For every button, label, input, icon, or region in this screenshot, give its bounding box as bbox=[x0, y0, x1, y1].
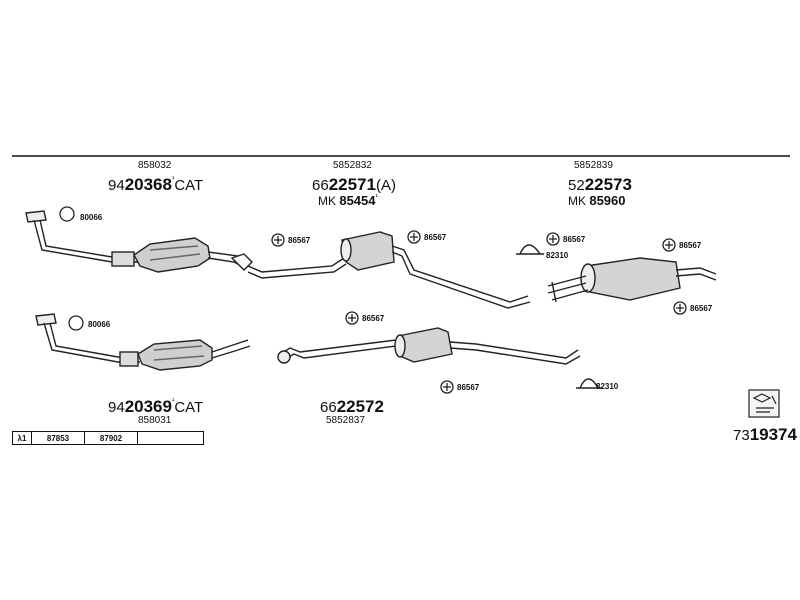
part-number-top-mid: 6622571(A) bbox=[312, 175, 396, 194]
part-number-top-left: 9420368¹CAT bbox=[108, 175, 204, 194]
gasket-top-icon bbox=[59, 206, 75, 222]
callout-clamp-bottom: 82310 bbox=[596, 382, 619, 391]
callout-mount-g: 86567 bbox=[457, 383, 480, 392]
callout-mount-c: 86567 bbox=[563, 235, 586, 244]
ref-5852837: 5852837 bbox=[326, 415, 365, 426]
callout-mount-a: 86567 bbox=[288, 236, 311, 245]
ref-858032: 858032 bbox=[138, 160, 172, 171]
callout-mount-f: 86567 bbox=[362, 314, 385, 323]
muffler-assembly-bottom bbox=[277, 327, 581, 365]
ref-5852832: 5852832 bbox=[333, 160, 372, 171]
part-number-bottom-left: 9420369¹CAT bbox=[108, 397, 204, 416]
lambda-cell-3 bbox=[138, 432, 203, 444]
callout-gasket-bottom: 80066 bbox=[88, 320, 111, 329]
callout-mount-d: 86567 bbox=[679, 241, 702, 250]
rear-muffler-top bbox=[547, 257, 717, 303]
rubber-mount-icon-g bbox=[440, 380, 454, 394]
rubber-mount-icon-e bbox=[673, 301, 687, 315]
rubber-mount-icon-d bbox=[662, 238, 676, 252]
clamp-bottom-icon bbox=[576, 378, 602, 389]
part-number-bottom-mid: 6622572 bbox=[320, 397, 384, 416]
callout-mount-b: 86567 bbox=[424, 233, 447, 242]
rubber-mount-icon-a bbox=[271, 233, 285, 247]
ref-5852839: 5852839 bbox=[574, 160, 613, 171]
lambda-cell-1: 87853 bbox=[32, 432, 85, 444]
mounting-kit-top-right: MK 85960 bbox=[568, 193, 626, 208]
intermediate-muffler-top bbox=[247, 231, 531, 309]
lambda-sensor-table: λ1 87853 87902 bbox=[12, 431, 204, 445]
front-pipe-catalyst-top bbox=[25, 210, 253, 273]
callout-gasket-top: 80066 bbox=[80, 213, 103, 222]
ref-858031: 858031 bbox=[138, 415, 172, 426]
set-symbol-icon bbox=[748, 389, 780, 418]
rubber-mount-icon-f bbox=[345, 311, 359, 325]
lambda-cell-2: 87902 bbox=[85, 432, 138, 444]
part-number-top-right: 5222573 bbox=[568, 175, 632, 194]
set-number: 7319374 bbox=[733, 425, 797, 444]
lambda-symbol: λ1 bbox=[13, 432, 32, 444]
mounting-kit-top-mid: MK 85454¹ bbox=[318, 193, 378, 208]
rubber-mount-icon-c bbox=[546, 232, 560, 246]
callout-mount-e: 86567 bbox=[690, 304, 713, 313]
callout-clamp-top: 82310 bbox=[546, 251, 569, 260]
front-pipe-catalyst-bottom bbox=[35, 313, 251, 371]
clamp-top-icon bbox=[516, 244, 544, 255]
rubber-mount-icon-b bbox=[407, 230, 421, 244]
gasket-bottom-icon bbox=[68, 315, 84, 331]
